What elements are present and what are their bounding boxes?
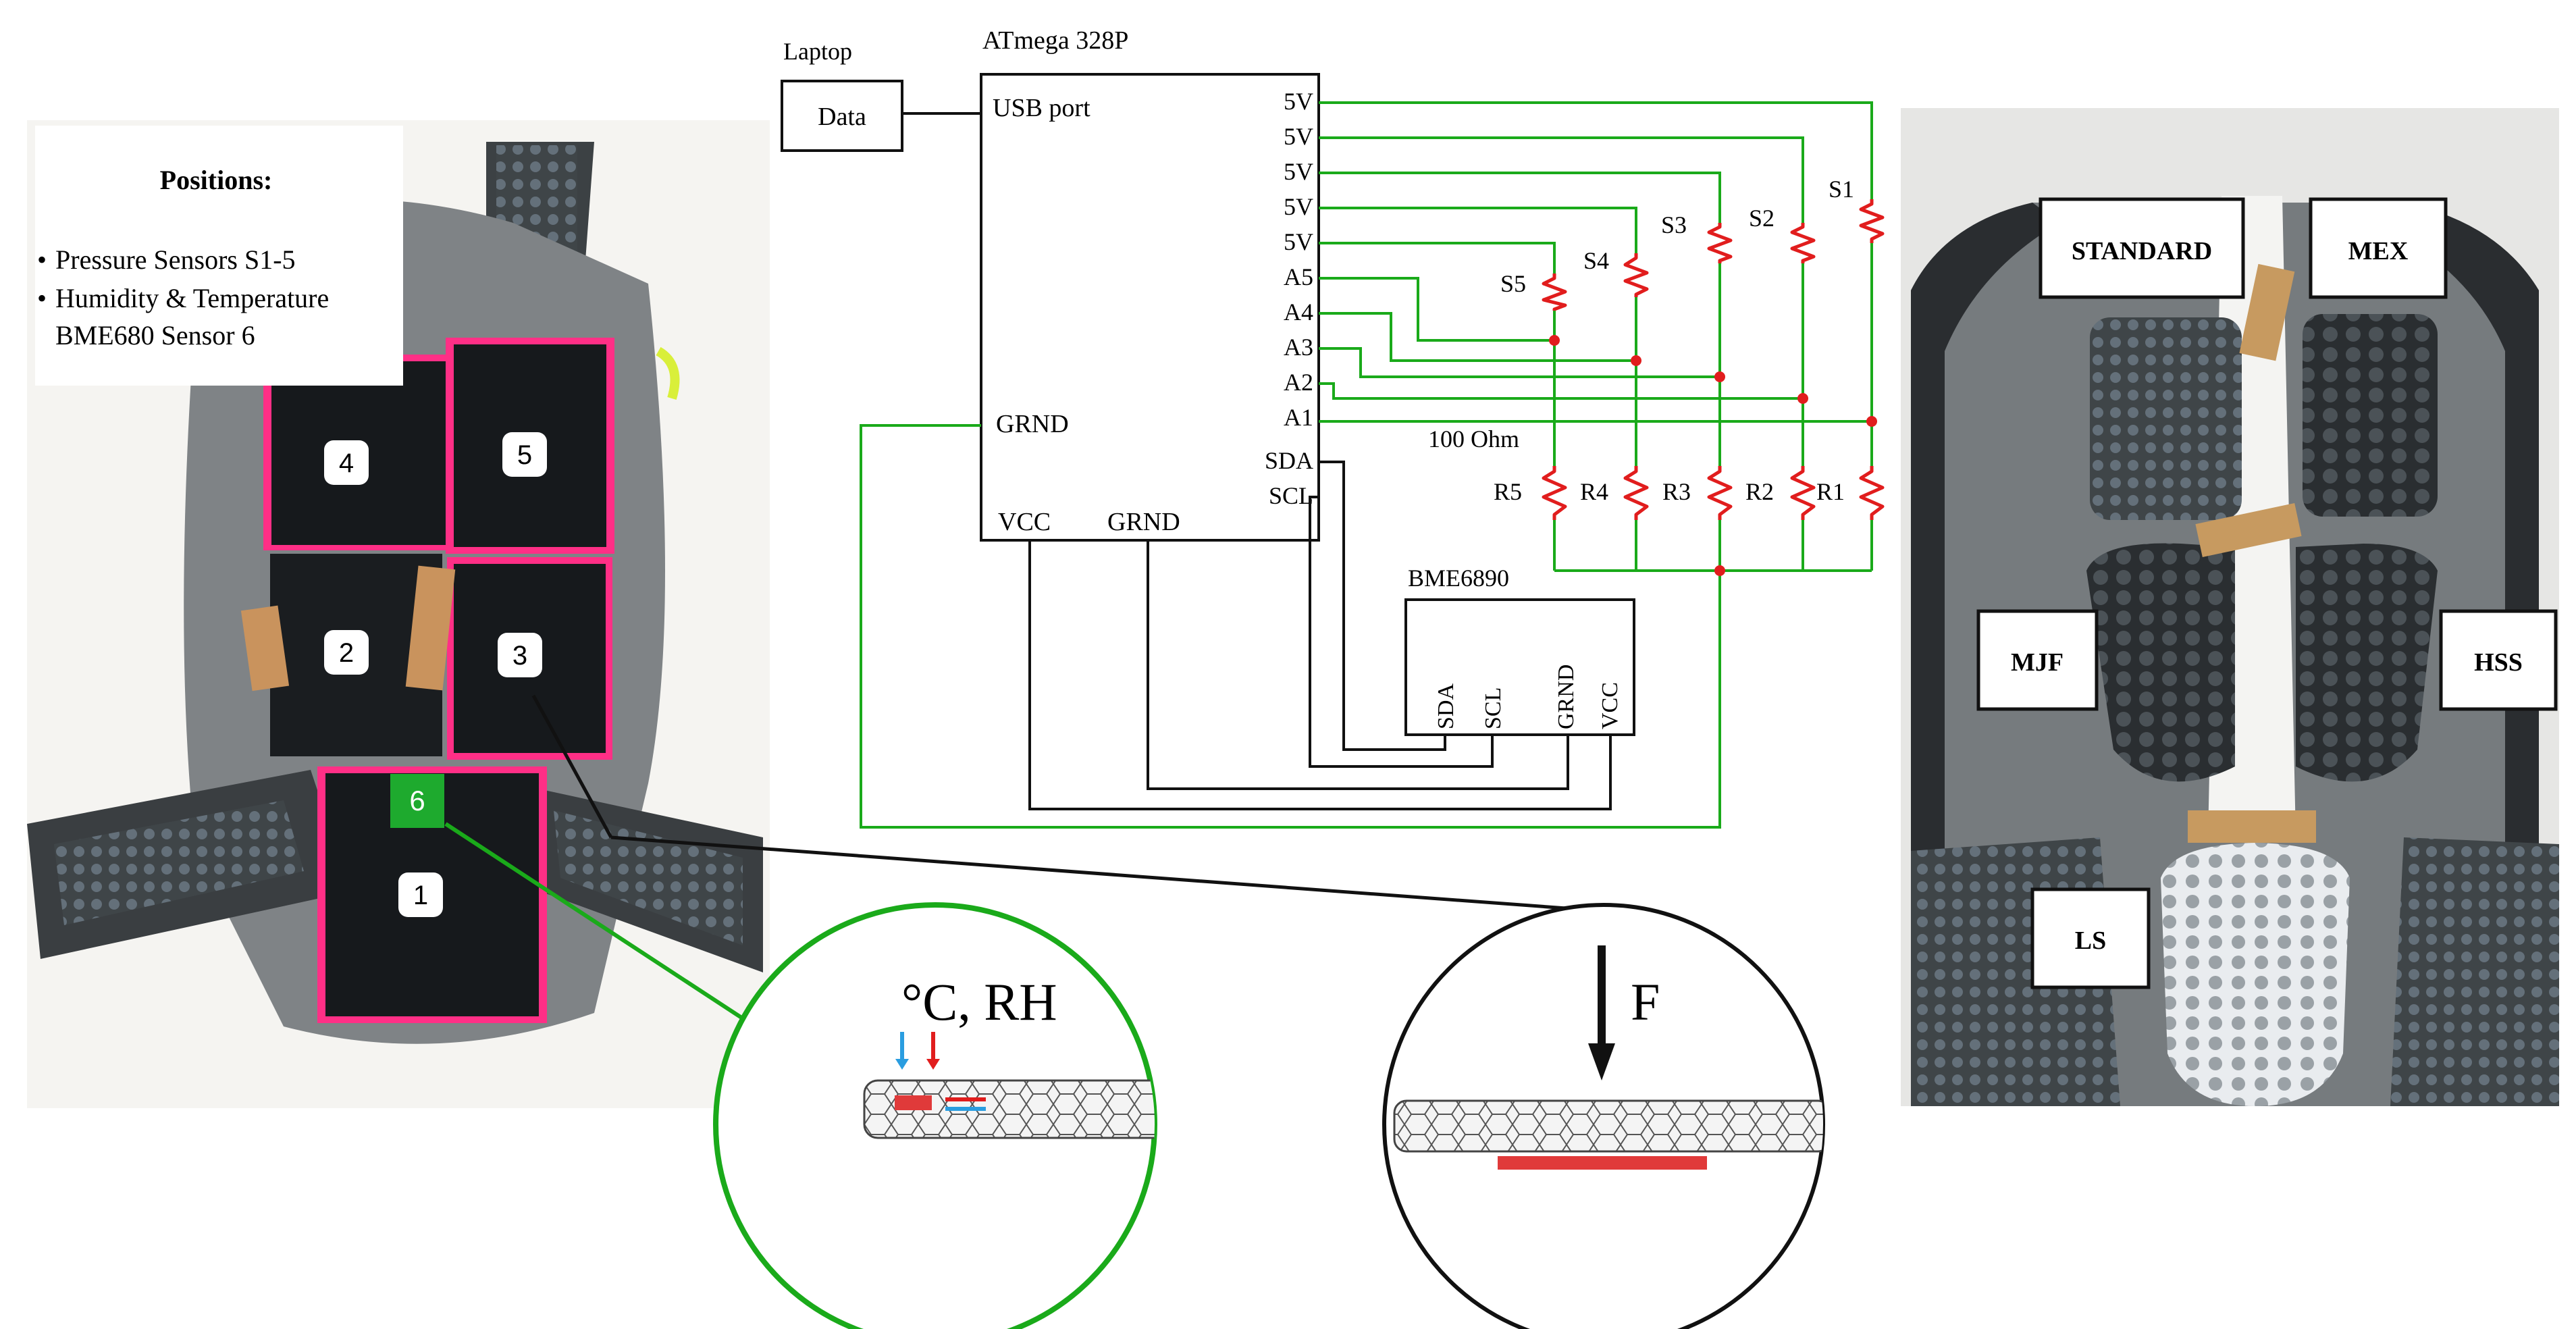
temperature-humidity-inset: °C, RH: [713, 902, 1157, 1329]
material-labels: STANDARD MEX MJF HSS LS: [1976, 197, 2558, 989]
bme-pin-scl: SCL: [1481, 687, 1506, 729]
pin-5v-4: 5V: [1284, 193, 1313, 220]
sensor-s2-label: S2: [1749, 205, 1775, 232]
sensor-s4-label: S4: [1583, 247, 1609, 274]
sensor3-callout-line: [531, 694, 613, 839]
sensor-label-5: 5: [517, 440, 532, 470]
pin-5v-1: 5V: [1284, 88, 1313, 115]
pressure-force-inset: F: [1382, 903, 1825, 1329]
legend-item-pressure: Pressure Sensors S1-5: [55, 244, 296, 275]
label-standard: STANDARD: [2072, 237, 2212, 265]
pressure-sensor-symbols: [1542, 199, 1885, 311]
mcu-vcc: VCC: [998, 508, 1051, 536]
resistor-r3-label: R3: [1662, 478, 1691, 505]
pin-scl: SCL: [1269, 482, 1313, 509]
temp-rh-label: °C, RH: [901, 972, 1057, 1031]
pin-a1: A1: [1284, 404, 1313, 431]
power-wires: [860, 101, 1873, 829]
pin-a2: A2: [1284, 369, 1313, 396]
pin-a4: A4: [1284, 298, 1313, 325]
legend-item-bme680: BME680 Sensor 6: [55, 320, 255, 350]
pin-a5: A5: [1284, 263, 1313, 290]
positions-legend: Positions: • Pressure Sensors S1-5 • Hum…: [35, 126, 403, 386]
sensor-label-1: 1: [413, 881, 428, 910]
bme-pin-vcc: VCC: [1598, 682, 1623, 729]
resistor-r2-label: R2: [1745, 478, 1774, 505]
force-label: F: [1631, 972, 1660, 1031]
sensor-label-6: 6: [409, 785, 425, 816]
mcu-pin-labels: 5V 5V 5V 5V 5V A5 A4 A3 A2 A1 SDA SCL: [1265, 88, 1313, 509]
label-hss: HSS: [2474, 648, 2523, 677]
sensor-label-2: 2: [339, 638, 354, 668]
pressure-callout-line: [610, 835, 1567, 910]
pin-a3: A3: [1284, 334, 1313, 361]
mcu-box: [980, 73, 1320, 542]
bme-wires: [1028, 461, 1612, 810]
laptop-label: Laptop: [783, 38, 852, 65]
pin-5v-5: 5V: [1284, 228, 1313, 255]
sensor-s3-label: S3: [1661, 211, 1687, 238]
pressure-pad: [1498, 1156, 1707, 1170]
sensor-label-4: 4: [339, 448, 354, 478]
mcu-grnd-bottom: GRND: [1107, 508, 1180, 536]
resistor-r4-label: R4: [1580, 478, 1608, 505]
pin-5v-3: 5V: [1284, 158, 1313, 185]
resistor-r5-label: R5: [1494, 478, 1522, 505]
sensor-s1-label: S1: [1829, 176, 1854, 203]
legend-bullet-2: •: [37, 283, 47, 313]
resistor-symbols: [1542, 466, 1885, 520]
usb-port-label: USB port: [993, 94, 1090, 122]
label-ls: LS: [2075, 927, 2106, 955]
circuit-schematic: Laptop Data ATmega 328P USB port GRND VC…: [781, 26, 1885, 829]
resistor-value-label: 100 Ohm: [1428, 425, 1519, 452]
bme-title: BME6890: [1408, 565, 1509, 592]
mcu-title: ATmega 328P: [982, 26, 1128, 55]
bme-pin-grnd: GRND: [1554, 664, 1579, 729]
backpack-photo-right: [1901, 108, 2559, 1106]
sensor-badges: 4 5 2 3 6 1: [324, 432, 547, 917]
data-box-label: Data: [818, 103, 866, 131]
legend-bullet-1: •: [37, 244, 47, 275]
mcu-grnd-left: GRND: [996, 410, 1069, 438]
junction-dots: [1549, 335, 1877, 576]
resistor-r1-label: R1: [1816, 478, 1845, 505]
data-box: [781, 80, 903, 152]
legend-title: Positions:: [160, 165, 273, 195]
sensor-label-3: 3: [512, 641, 527, 671]
sensor-s5-label: S5: [1500, 270, 1526, 297]
pin-sda: SDA: [1265, 447, 1313, 474]
label-mjf: MJF: [2011, 648, 2064, 677]
pin-5v-2: 5V: [1284, 123, 1313, 150]
bme-pin-sda: SDA: [1434, 683, 1458, 729]
bme-box: [1404, 598, 1635, 736]
sensor-chip: [895, 1095, 932, 1110]
legend-item-humidity: Humidity & Temperature: [55, 283, 329, 313]
label-mex: MEX: [2348, 237, 2409, 265]
